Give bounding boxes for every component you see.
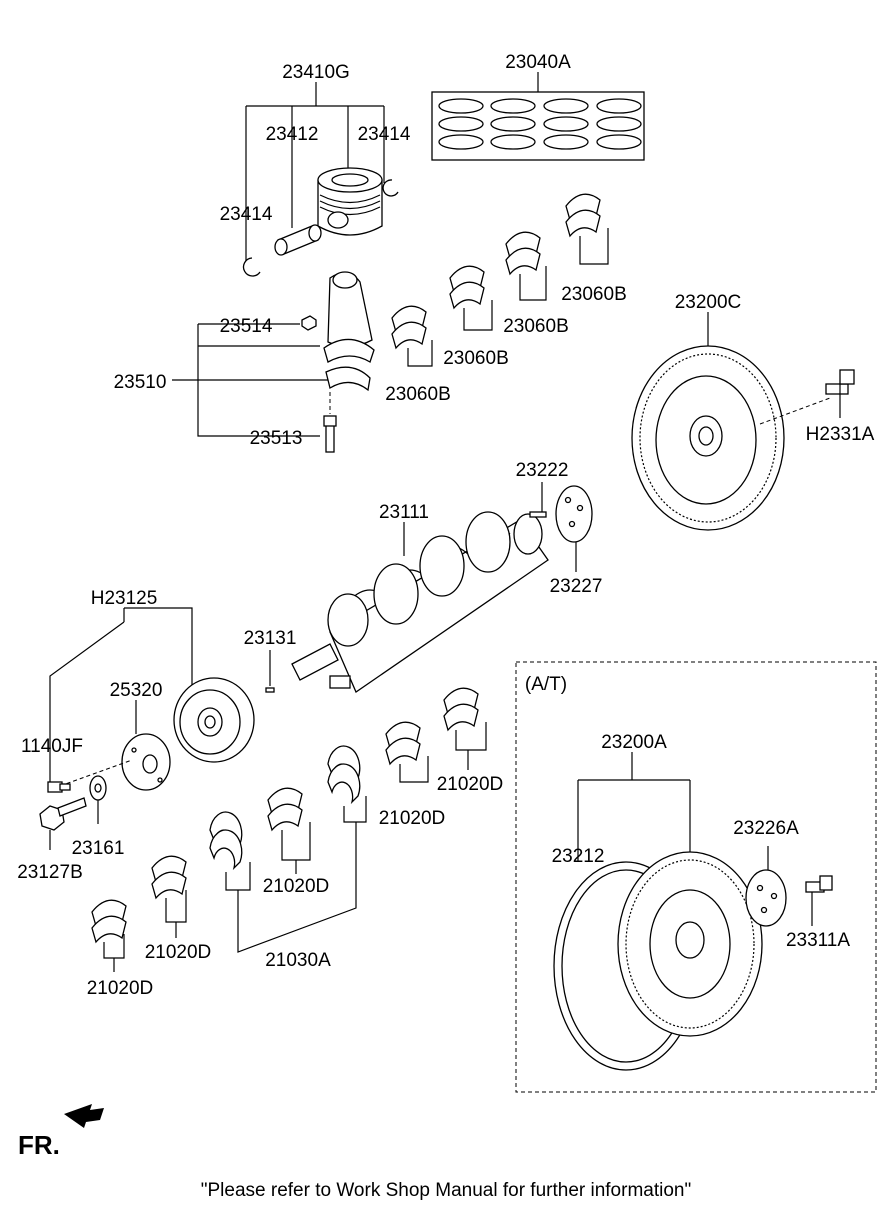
crankshaft[interactable] [291, 511, 549, 693]
washer[interactable] [89, 775, 107, 824]
front-direction-arrow-icon [64, 1104, 104, 1128]
label-main-bearing-5: 21020D [437, 774, 504, 795]
label-rod-bearing-3: 23060B [503, 316, 569, 337]
at-section [515, 661, 877, 1093]
label-washer: 23161 [72, 838, 125, 859]
label-rod-nut: 23514 [220, 316, 273, 337]
pulley-group [39, 607, 255, 850]
label-small-bolt: 1140JF [21, 736, 83, 757]
small-bolt[interactable] [47, 781, 71, 793]
ring-set[interactable] [431, 72, 645, 161]
snap-ring-right[interactable] [382, 179, 399, 197]
label-damper-hub: 25320 [110, 680, 163, 701]
label-rod-bearing-1: 23060B [385, 384, 451, 405]
label-at-section: (A/T) [525, 674, 567, 695]
label-snap-ring-left: 23414 [220, 204, 273, 225]
crank-key[interactable] [265, 650, 275, 693]
label-crankshaft: 23111 [379, 502, 429, 523]
label-adapter-plate: 23226A [733, 818, 799, 839]
label-rod-bolt: 23513 [250, 428, 303, 449]
rod-bearings[interactable] [391, 193, 609, 367]
crank-pulley[interactable] [173, 677, 255, 763]
adapter-plate[interactable] [745, 869, 787, 927]
label-main-bearing-3: 21020D [263, 876, 330, 897]
ring-stack-2 [490, 98, 536, 150]
label-pulley: H23125 [91, 588, 158, 609]
label-main-bearing-1: 21020D [87, 978, 154, 999]
label-large-bolt: 23127B [17, 862, 83, 883]
label-piston-assy: 23410G [282, 62, 350, 83]
label-ring-set: 23040A [505, 52, 571, 73]
damper-hub[interactable] [121, 733, 171, 791]
label-flywheel: 23200C [675, 292, 742, 313]
label-rod-assy: 23510 [114, 372, 167, 393]
label-dowel-pin: 23222 [516, 460, 569, 481]
label-crank-key: 23131 [244, 628, 297, 649]
snap-ring-left[interactable] [242, 257, 261, 277]
label-rod-bearing-4: 23060B [561, 284, 627, 305]
fr-label: FR. [18, 1130, 60, 1160]
label-main-bearing-4: 21020D [379, 808, 446, 829]
piston-group [242, 82, 399, 277]
label-main-bearing-2: 21020D [145, 942, 212, 963]
drive-plate-bolt[interactable] [805, 875, 833, 926]
label-ring-gear: 23212 [552, 846, 605, 867]
flywheel-bolt[interactable] [825, 369, 855, 395]
label-drive-plate: 23200A [601, 732, 667, 753]
crank-plate[interactable] [555, 485, 593, 572]
piston[interactable] [317, 167, 383, 236]
label-drive-plate-bolt: 23311A [786, 930, 850, 951]
label-pin: 23412 [266, 124, 319, 145]
flywheel[interactable] [631, 312, 855, 531]
ring-stack-1 [438, 98, 484, 150]
piston-pin[interactable] [274, 224, 322, 256]
ring-stack-3 [543, 98, 589, 150]
label-rod-bearing-2: 23060B [443, 348, 509, 369]
label-thrust-bearing: 21030A [265, 950, 331, 971]
ring-stack-4 [596, 98, 642, 150]
drive-plate[interactable] [617, 851, 763, 1037]
label-snap-ring-right: 23414 [358, 124, 411, 145]
large-bolt[interactable] [39, 797, 87, 850]
label-flywheel-bolt: H2331A [806, 424, 875, 445]
label-crank-plate: 23227 [550, 576, 603, 597]
dowel-pin[interactable] [529, 482, 547, 518]
connecting-rod[interactable] [172, 271, 375, 453]
main-bearings[interactable] [91, 687, 487, 972]
footer-note: "Please refer to Work Shop Manual for fu… [201, 1180, 691, 1201]
